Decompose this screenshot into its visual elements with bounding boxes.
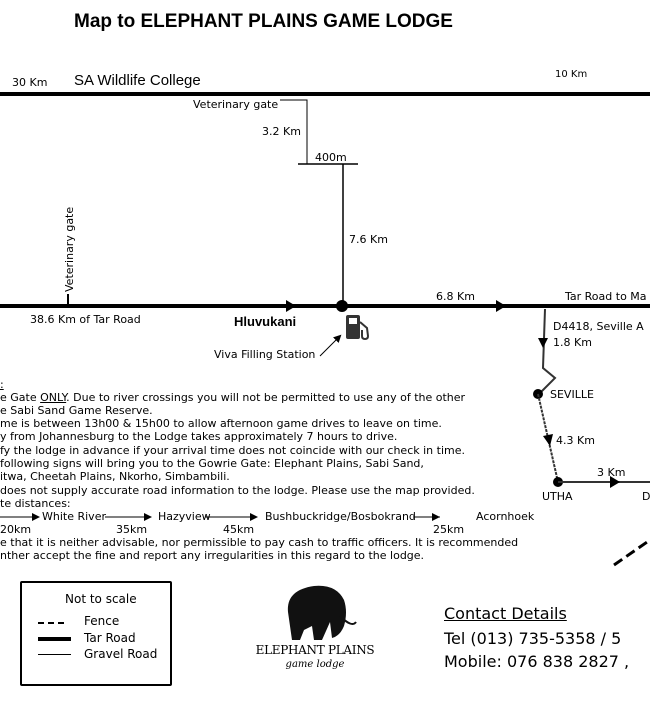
contact-mobile: Mobile: 076 838 2827 , bbox=[444, 652, 630, 671]
arrow-2 bbox=[496, 300, 506, 312]
vet-gate-vertical-label: Veterinary gate bbox=[63, 206, 76, 292]
route-km: 25km bbox=[433, 523, 465, 536]
utha-label: UTHA bbox=[542, 490, 573, 503]
note-line: e Sabi Sand Game Reserve. bbox=[0, 404, 153, 417]
top-road-left-distance: 30 Km bbox=[12, 76, 48, 89]
logo-subtitle: game lodge bbox=[285, 659, 345, 670]
note-line: e Gate ONLY. Due to river crossings you … bbox=[0, 391, 465, 404]
tar-road-sample bbox=[38, 637, 71, 641]
note-line: y from Johannesburg to the Lodge takes a… bbox=[0, 430, 398, 443]
note-line: me is between 13h00 & 15h00 to allow aft… bbox=[0, 417, 442, 430]
arrow-3 bbox=[538, 338, 548, 348]
top-road-label: SA Wildlife College bbox=[74, 72, 201, 89]
contact-heading: Contact Details bbox=[444, 604, 567, 623]
fence-segment bbox=[613, 538, 650, 567]
contact-tel: Tel (013) 735-5358 / 5 bbox=[444, 629, 622, 648]
filling-station-label: Viva Filling Station bbox=[214, 348, 316, 361]
route-town: White River bbox=[42, 510, 106, 523]
note-line: te distances: bbox=[0, 497, 71, 510]
elephant-icon bbox=[287, 585, 357, 640]
logo-name: ELEPHANT PLAINS bbox=[255, 643, 375, 657]
tar-road-distance: 38.6 Km of Tar Road bbox=[30, 313, 141, 326]
route-town: Bushbuckridge/Bosbokrand bbox=[265, 510, 416, 523]
top-road-right-distance: 10 Km bbox=[555, 69, 588, 80]
route-town: Acornhoek bbox=[476, 510, 535, 523]
route-km: 35km bbox=[116, 523, 148, 536]
note-line: itwa, Cheetah Plains, Nkorho, Simbambili… bbox=[0, 470, 230, 483]
vet-gate-pointer bbox=[280, 99, 308, 164]
page-title: Map to ELEPHANT PLAINS GAME LODGE bbox=[74, 11, 453, 32]
distance-1-8: 1.8 Km bbox=[553, 336, 592, 349]
arrow-5 bbox=[610, 476, 620, 488]
note-line: e that it is neither advisable, nor perm… bbox=[0, 536, 519, 549]
map-legend: Not to scale Fence Tar Road Gravel Road bbox=[20, 581, 172, 686]
hluvukani-junction bbox=[336, 300, 348, 312]
fuel-pump-icon bbox=[346, 315, 370, 341]
distance-7-6: 7.6 Km bbox=[349, 233, 388, 246]
note-text: . Due to river crossings you will not be… bbox=[66, 391, 466, 404]
vet-gate-top-label: Veterinary gate bbox=[193, 98, 279, 111]
legend-tar-road: Tar Road bbox=[84, 631, 136, 645]
note-line: following signs will bring you to the Go… bbox=[0, 457, 424, 470]
route-arrows bbox=[0, 513, 440, 521]
distance-4-3: 4.3 Km bbox=[556, 434, 595, 447]
distance-400m: 400m bbox=[315, 151, 347, 164]
arrow-4 bbox=[543, 434, 553, 446]
route-km: 45km bbox=[223, 523, 255, 536]
distance-6-8: 6.8 Km bbox=[436, 290, 475, 303]
distance-3-2: 3.2 Km bbox=[262, 125, 301, 138]
filling-station-pointer bbox=[319, 334, 342, 357]
town-hluvukani: Hluvukani bbox=[234, 314, 297, 329]
seville-label: SEVILLE bbox=[550, 388, 594, 401]
note-line: nther accept the fine and report any irr… bbox=[0, 549, 425, 562]
d-label: D bbox=[642, 490, 650, 503]
distance-3: 3 Km bbox=[597, 466, 626, 479]
route-km: 20km bbox=[0, 523, 32, 536]
note-line: does not supply accurate road informatio… bbox=[0, 484, 475, 497]
route-town: Hazyview bbox=[158, 510, 211, 523]
legend-title: Not to scale bbox=[65, 592, 137, 606]
notes-heading: : bbox=[0, 378, 4, 391]
legend-fence: Fence bbox=[84, 614, 120, 628]
fence-line-sample bbox=[38, 622, 64, 624]
legend-gravel-road: Gravel Road bbox=[84, 647, 158, 661]
note-line: fy the lodge in advance if your arrival … bbox=[0, 444, 465, 457]
arrow-1 bbox=[286, 300, 296, 312]
tar-road-to-label: Tar Road to Ma bbox=[565, 290, 647, 303]
note-text: e Gate bbox=[0, 391, 41, 404]
note-emphasis: ONLY bbox=[40, 391, 67, 404]
d4418-label: D4418, Seville A bbox=[553, 320, 644, 333]
lodge-logo: ELEPHANT PLAINS game lodge bbox=[252, 582, 378, 674]
gravel-road-sample bbox=[38, 654, 71, 655]
